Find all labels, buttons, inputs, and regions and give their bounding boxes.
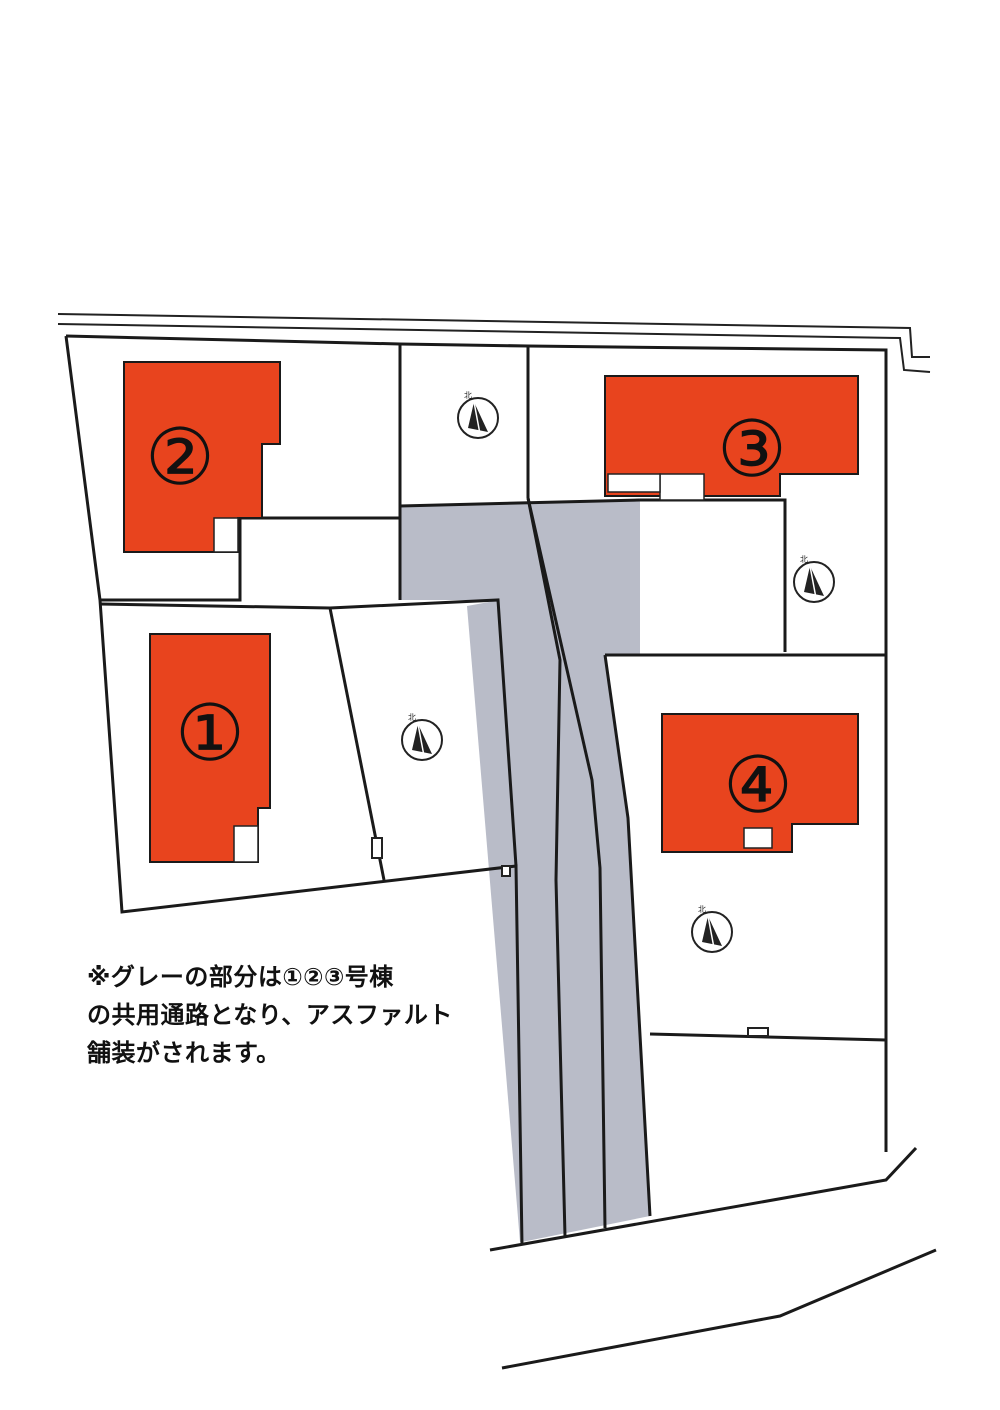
- compass-north-icon: [691, 904, 733, 953]
- lot-4-number: ④: [723, 741, 793, 831]
- house-lot-2: [123, 361, 281, 553]
- note-line-1: ※グレーの部分は①②③号棟: [87, 963, 394, 991]
- house-lot-4: [661, 713, 859, 853]
- shared-road-note: ※グレーの部分は①②③号棟 の共用通路となり、アスファルト 舗装がされます。: [87, 958, 507, 1072]
- lot-3-number: ③: [717, 405, 787, 495]
- lot-1-number: ①: [175, 689, 245, 779]
- top-road-boundary: [57, 313, 931, 373]
- compass-north-icon: [401, 712, 443, 761]
- lot-2-number: ②: [145, 413, 215, 503]
- boundary-markers: [371, 837, 769, 1037]
- compass-north-icon: [793, 554, 835, 603]
- house-lot-3: [604, 375, 859, 501]
- note-line-2: の共用通路となり、アスファルト: [87, 1001, 453, 1029]
- compass-north-icon: [457, 390, 499, 439]
- shared-road: [400, 500, 650, 1242]
- note-line-3: 舗装がされます。: [87, 1039, 281, 1067]
- house-lot-1: [149, 633, 271, 863]
